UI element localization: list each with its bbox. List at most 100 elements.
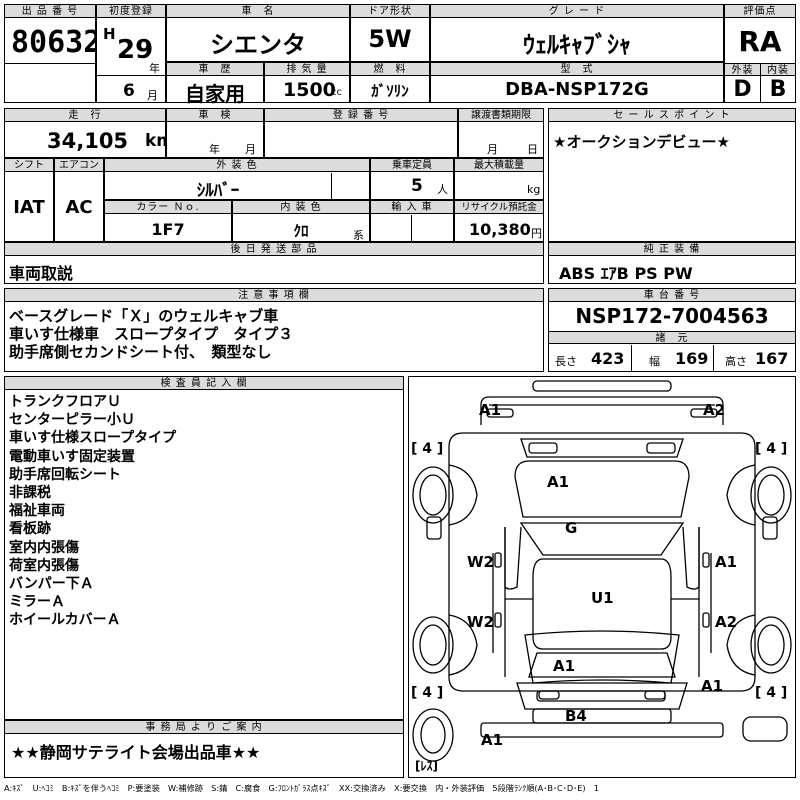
first-registration-box: 初度登録 H 29 年 6 月 [96,4,166,103]
mark-roof: G [565,519,578,537]
inspection-line: 福祉車両 [9,503,65,520]
capacity-box: 乗車定員 5 人 [370,158,454,200]
reg-month: 6 [123,81,135,101]
inspection-line: バンパー下Ａ [9,576,94,593]
color-no-label: カラー Ｎｏ. [105,201,231,214]
max-load-box: 最大積載量 kg [454,158,544,200]
spec-label: 諸 元 [549,331,795,344]
registration-number-label: 登 録 番 号 [265,109,457,122]
inspection-line: 看板跡 [9,521,51,538]
legend: A:ｷｽﾞ U:ﾍｺﾐ B:ｷｽﾞを伴うﾍｺﾐ P:要塗装 W:補修跡 S:錆 … [4,783,600,793]
mark-rear-right: A1 [701,677,724,695]
inspector-label: 検 査 員 記 入 欄 [5,377,403,390]
mark-front-right: A2 [703,401,726,419]
height-label: 高さ [725,355,747,368]
car-diagram: A1 A2 A1 G W2 A1 U1 W2 A2 A1 A1 B4 A1 [ … [408,376,796,778]
tire-front-left: [ 4 ] [411,441,444,457]
model: DBA-NSP172G [505,79,649,100]
aircon: AC [65,197,93,218]
car-outline [412,380,792,762]
inspector-box: 検 査 員 記 入 欄 トランクフロアＵ センターピラー小Ｕ 車いす仕様スロープ… [4,376,404,720]
capacity: 5 [411,176,423,196]
recycle-box: リサイクル預託金 10,380 円 [454,200,544,242]
mark-left-front-door: W2 [467,553,494,571]
interior-color-label: 内 装 色 [233,201,369,214]
transfer-day-unit: 日 [527,143,538,156]
width: 169 [675,349,709,368]
interior-label: 内装 [760,63,795,76]
era: H [103,25,116,43]
mileage: 34,105 [47,129,129,153]
length: 423 [591,349,625,368]
shaken-label: 車 検 [167,109,263,122]
import-label: 輸 入 車 [371,201,453,214]
interior-color: ｸﾛ [293,222,309,240]
car-name: シエンタ [210,31,306,59]
grade: ｳｪﾙｷｬﾌﾞｼｬ [523,31,631,59]
transfer-deadline-label: 譲渡書類期限 [459,109,543,122]
shaken-year-unit: 年 [209,143,220,156]
rear-parts: 車両取説 [9,264,74,283]
aircon-label: エアコン [55,159,103,172]
mark-cabin: U1 [591,589,614,607]
mark-rear-glass: A1 [553,657,576,675]
inspection-line: ホイールカバーＡ [9,612,121,629]
max-load-label: 最大積載量 [455,159,543,172]
mark-front-left: A1 [479,401,502,419]
capacity-unit: 人 [437,183,448,196]
inspection-line: 室内内張傷 [9,539,79,556]
mark-hood: A1 [547,473,570,491]
recycle-unit: 円 [531,227,542,240]
score-box: 評価点 RA 外装 内装 D B [724,4,796,103]
history-label: 車 歴 [167,63,263,76]
notes-label: 注 意 事 項 欄 [5,289,543,302]
displacement-label: 排 気 量 [265,63,349,76]
history-box: 車 歴 自家用 [166,62,264,106]
score-label: 評価点 [725,5,795,18]
mark-right-front-door: A1 [715,553,738,571]
inspection-line: 非課税 [9,485,51,502]
inspection-line: 車いす仕様スロープタイプ [9,430,177,447]
office-label: 事 務 局 よ り ご 案 内 [5,721,403,734]
notes-box: 注 意 事 項 欄 ベースグレード「Ｘ」のウェルキャブ車 車いす仕様車 スロープ… [4,288,544,372]
history: 自家用 [185,82,245,106]
color-no: 1F7 [151,220,185,239]
model-box: 型 式 DBA-NSP172G [430,62,724,103]
equipment-label: 純 正 装 備 [549,243,795,256]
reg-year: 29 [117,35,154,65]
door-type-box: ドア形状 5W [350,4,430,62]
exterior-color: ｼﾙﾊﾞｰ [196,181,240,201]
mark-bottom-left: A1 [481,731,504,749]
year-unit: 年 [149,62,160,75]
fuel: ｶﾞｿﾘﾝ [371,82,409,100]
rear-parts-box: 後 日 発 送 部 品 車両取説 [4,242,544,284]
sales-point: ★オークションデビュー★ [553,133,730,151]
lot-number-box: 出 品 番 号 80632 [4,4,101,103]
inspection-line: センターピラー小Ｕ [9,412,135,429]
tire-front-right: [ 4 ] [755,441,788,457]
transfer-deadline-box: 譲渡書類期限 月 日 [458,108,544,158]
inspection-line: 荷室内張傷 [9,557,79,574]
score: RA [738,25,782,58]
tire-rear-right: [ 4 ] [755,685,788,701]
note-line: ベースグレード「Ｘ」のウェルキャブ車 [9,307,279,325]
interior-grade: B [769,77,787,102]
equipment: ABS ｴｱB PS PW [559,264,693,283]
grade-label: グ レ ー ド [431,5,723,18]
chassis-label: 車 台 番 号 [549,289,795,302]
rear-parts-label: 後 日 発 送 部 品 [5,243,543,256]
equipment-box: 純 正 装 備 ABS ｴｱB PS PW [548,242,796,284]
office-note: ★★静岡サテライト会場出品車★★ [11,743,261,762]
transfer-month-unit: 月 [487,143,498,156]
car-name-box: 車 名 シエンタ [166,4,350,62]
fuel-label: 燃 料 [351,63,429,76]
car-name-label: 車 名 [167,5,349,18]
color-no-box: カラー Ｎｏ. 1F7 [104,200,232,242]
inspection-line: 助手席回転シート [9,466,121,483]
grade-box: グ レ ー ド ｳｪﾙｷｬﾌﾞｼｬ [430,4,724,62]
sales-point-box: セ ー ル ス ポ イ ン ト ★オークションデビュー★ [548,108,796,242]
shaken-box: 車 検 年 月 [166,108,264,158]
fuel-box: 燃 料 ｶﾞｿﾘﾝ [350,62,430,103]
lot-number: 80632 [11,25,102,60]
inspection-line: ミラーＡ [9,594,65,611]
